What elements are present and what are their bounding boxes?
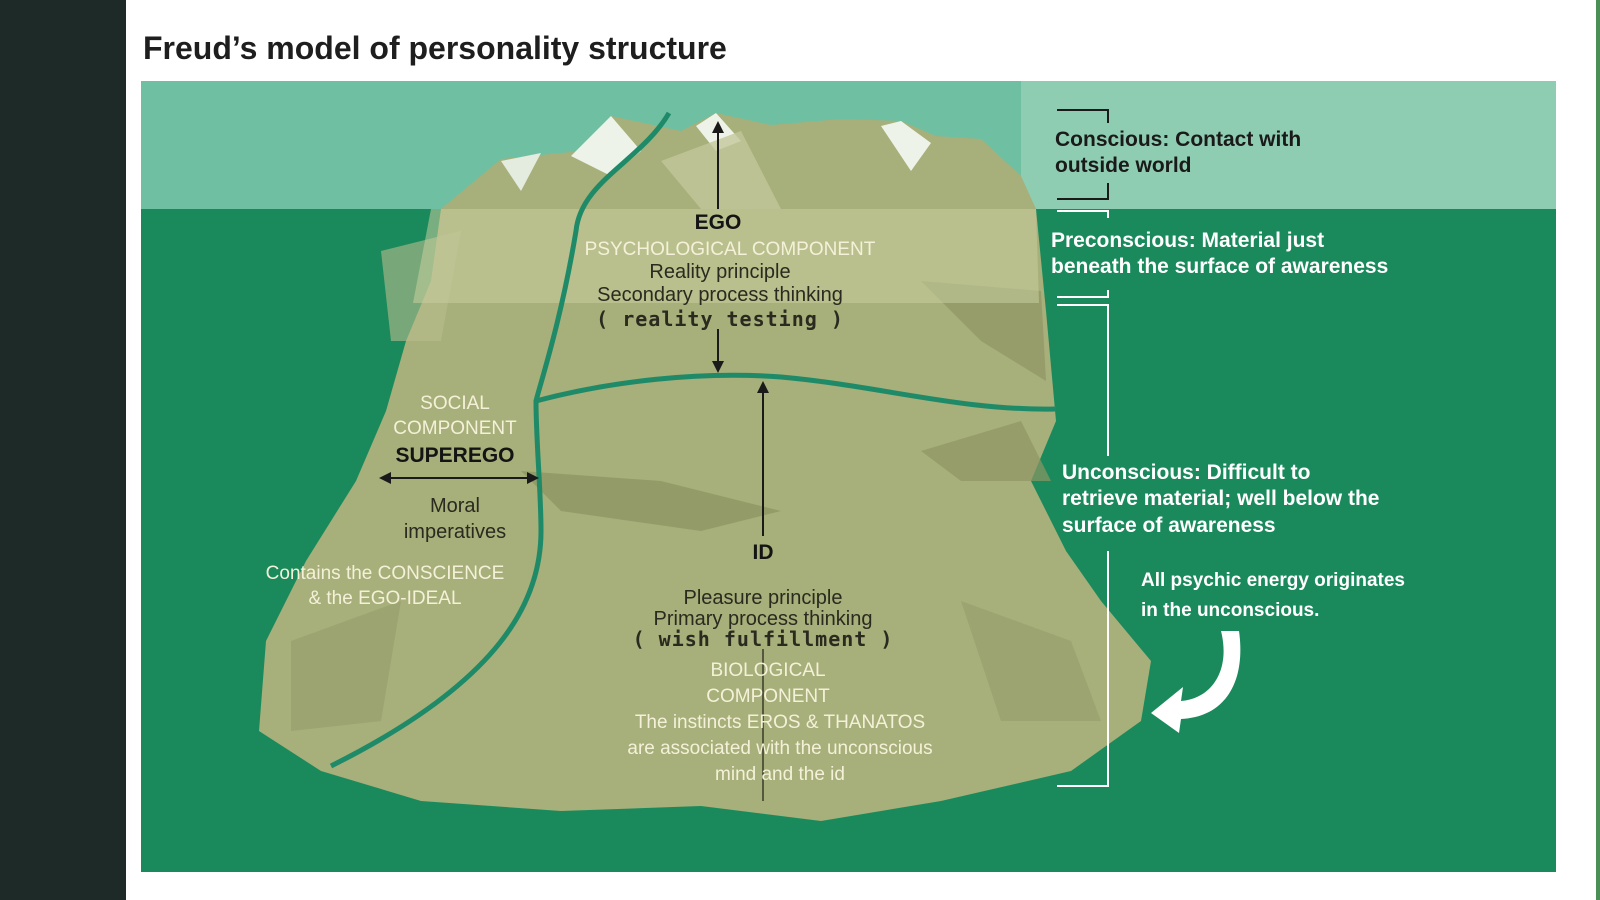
unconscious-line3: surface of awareness xyxy=(1062,513,1276,537)
conscious-line2: outside world xyxy=(1055,154,1192,178)
id-instincts-line1: The instincts EROS & THANATOS xyxy=(634,712,926,733)
superego-heading: SUPEREGO xyxy=(395,444,515,467)
superego-moral-line1: Moral xyxy=(429,495,480,517)
id-pleasure-principle: Pleasure principle xyxy=(683,587,843,609)
iceberg-shade xyxy=(921,421,1051,481)
iceberg-shade xyxy=(961,601,1101,721)
psychic-energy-label: All psychic energy originates in the unc… xyxy=(1141,566,1405,627)
iceberg-shade xyxy=(291,601,401,731)
ego-secondary-process: Secondary process thinking xyxy=(597,284,843,306)
preconscious-label: Preconscious: Material just beneath the … xyxy=(1051,228,1388,281)
conscious-label: Conscious: Contact with outside world xyxy=(1055,127,1301,180)
slide-title: Freud’s model of personality structure xyxy=(143,30,727,66)
preconscious-bracket xyxy=(1057,210,1109,298)
conscious-bracket xyxy=(1057,109,1109,200)
ego-id-divider-line xyxy=(535,372,1057,412)
iceberg-shade xyxy=(521,471,781,531)
id-component-line1: BIOLOGICAL xyxy=(710,660,826,681)
superego-divider-line xyxy=(329,111,672,769)
unconscious-line2: retrieve material; well below the xyxy=(1062,487,1380,511)
ego-reality-principle: Reality principle xyxy=(649,261,791,283)
snow-peak xyxy=(501,153,541,191)
superego-component-line2: COMPONENT xyxy=(393,418,517,439)
id-instincts-line3: mind and the id xyxy=(715,764,845,785)
id-primary-process: Primary process thinking xyxy=(653,608,873,630)
dark-sidebar xyxy=(0,0,126,900)
psychic-energy-line2: in the unconscious. xyxy=(1141,600,1320,622)
superego-component-line1: SOCIAL xyxy=(420,393,490,414)
id-heading: ID xyxy=(752,541,774,564)
ego-heading: EGO xyxy=(694,211,742,234)
id-instincts-line2: are associated with the unconscious xyxy=(627,738,933,759)
preconscious-band xyxy=(413,209,1039,303)
psychic-energy-line1: All psychic energy originates xyxy=(1141,570,1405,591)
iceberg-shade xyxy=(661,131,781,209)
iceberg-shade xyxy=(921,281,1046,381)
conscious-line1: Conscious: Contact with xyxy=(1055,128,1302,151)
right-accent-border xyxy=(1596,0,1600,900)
ego-component-label: PSYCHOLOGICAL COMPONENT xyxy=(584,239,876,260)
superego-moral-line2: imperatives xyxy=(403,521,507,543)
superego-contains-line1: Contains the CONSCIENCE xyxy=(265,563,505,584)
id-component-line2: COMPONENT xyxy=(706,686,830,707)
ego-reality-testing: ( reality testing ) xyxy=(596,307,844,331)
snow-peak xyxy=(881,121,931,171)
iceberg-illustration xyxy=(141,81,1556,872)
iceberg-diagram: EGO PSYCHOLOGICAL COMPONENT Reality prin… xyxy=(141,81,1556,872)
unconscious-label: Unconscious: Difficult to retrieve mater… xyxy=(1062,460,1379,539)
superego-contains-line2: & the EGO-IDEAL xyxy=(308,588,462,609)
sky-band xyxy=(1021,81,1556,209)
preconscious-line2: beneath the surface of awareness xyxy=(1051,255,1389,279)
preconscious-line1: Preconscious: Material just xyxy=(1051,229,1325,252)
curved-arrow-icon xyxy=(1151,631,1241,733)
id-wish-fulfillment: ( wish fulfillment ) xyxy=(632,627,894,651)
unconscious-line1: Unconscious: Difficult to xyxy=(1062,461,1311,484)
unconscious-bracket xyxy=(1057,304,1109,787)
